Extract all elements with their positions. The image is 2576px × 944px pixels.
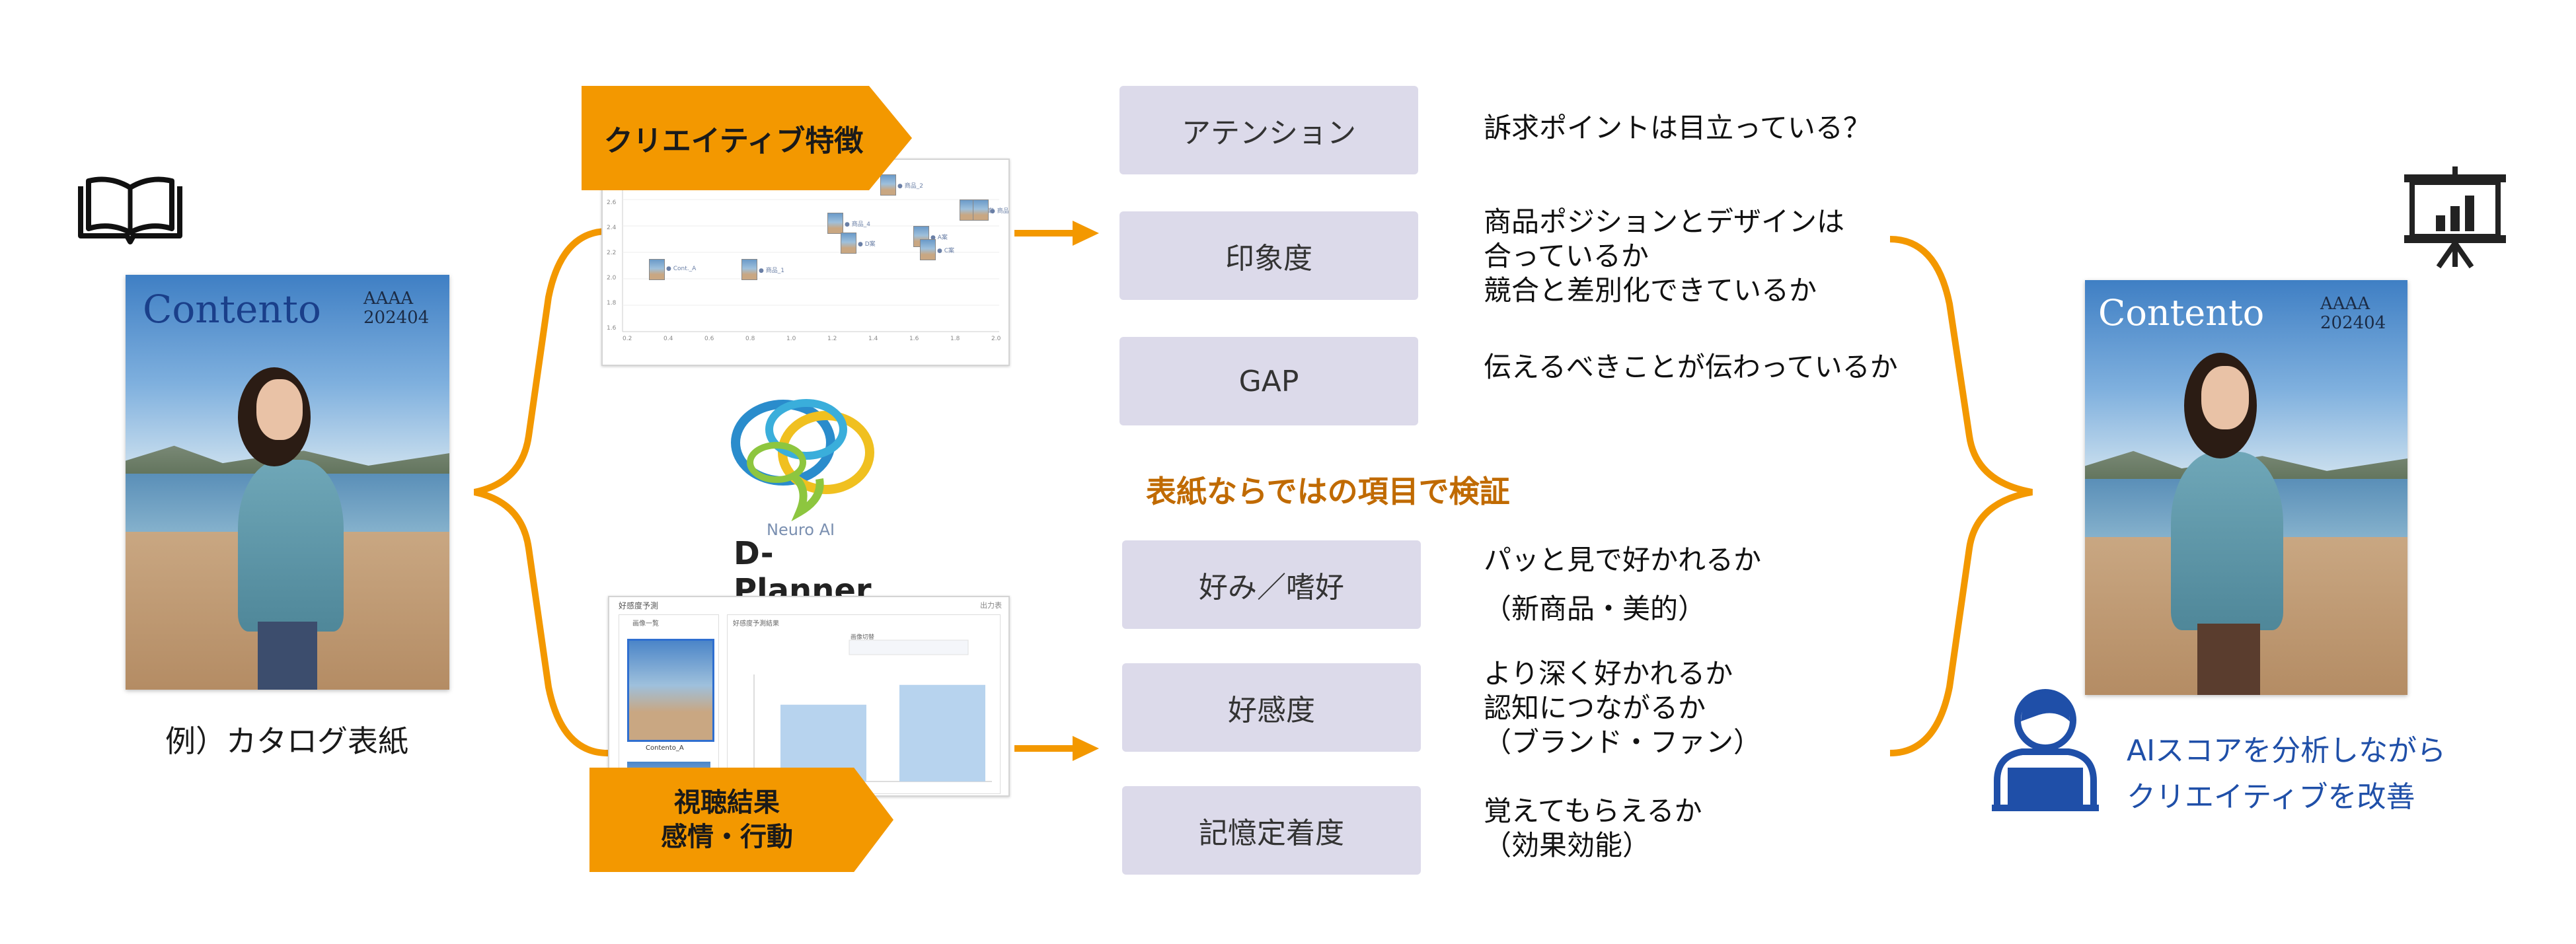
y-tick-label: 2.2 <box>607 250 617 256</box>
left-brace <box>473 228 609 756</box>
scatter-label: ● 商品_3 <box>990 208 1009 215</box>
scatter-thumb <box>827 213 843 234</box>
x-tick-label: 0.8 <box>745 336 755 342</box>
y-tick-label: 1.8 <box>607 300 617 307</box>
chart-pane: 好感度予測結果 画像切替 <box>727 614 1001 794</box>
results-tag: 視聴結果 感情・行動 <box>589 768 893 872</box>
metric-memory-desc: 覚えてもらえるか （効果効能） <box>1484 795 1702 861</box>
metric-preference-desc: パッと見で好かれるか （新商品・美的） <box>1484 544 1762 625</box>
x-tick-label: 0.6 <box>704 336 714 342</box>
metric-favorability: 好感度 <box>1122 663 1421 752</box>
cover-date-right: 202404 <box>2320 312 2386 333</box>
panel-title: 好感度予測 <box>619 601 659 610</box>
metric-memory: 記憶定着度 <box>1122 786 1421 875</box>
brain-logo-icon <box>731 399 874 522</box>
right-brace <box>1889 236 2033 756</box>
panel-corner: 出力表 <box>980 601 1002 610</box>
list-pane: 画像一覧 Contento_A <box>619 614 719 795</box>
results-panel: 好感度予測 出力表 画像一覧 Contento_A 好感度予測結果 画像切替 <box>608 596 1010 797</box>
open-book-icon <box>78 176 182 244</box>
x-tick-label: 1.6 <box>909 336 919 342</box>
presentation-chart-icon <box>2404 166 2506 269</box>
feature-scatter-chart: ● 商品_2 ● Cont._A ● 商品_1 ● 商品_4 ● D案 ● A案 ● C案 ●… <box>601 159 1010 366</box>
scatter-label: ● A案 <box>930 235 948 241</box>
x-tick-label: 0.4 <box>663 336 673 342</box>
cover-code-right: AAAA <box>2320 294 2370 314</box>
scatter-thumb <box>841 233 856 254</box>
scatter-thumb <box>741 259 757 280</box>
x-tick-label: 1.0 <box>786 336 796 342</box>
scatter-label: ● 商品_2 <box>897 183 923 190</box>
catalog-cover-left: Contento AAAA 202404 <box>126 275 449 690</box>
x-tick-label: 0.2 <box>623 336 632 342</box>
cover-heading: 表紙ならではの項目で検証 <box>1146 474 1510 509</box>
arrow-to-metrics-bottom <box>1014 736 1099 761</box>
user-laptop-icon <box>1992 689 2099 811</box>
scatter-label: ● C案 <box>937 248 954 254</box>
feature-tag: クリエイティブ特徴 <box>582 86 912 190</box>
metric-impression: 印象度 <box>1119 211 1418 300</box>
x-tick-label: 1.2 <box>827 336 837 342</box>
metric-attention: アテンション <box>1119 86 1418 174</box>
improve-message: AIスコアを分析しながら クリエイティブを改善 <box>2127 734 2446 814</box>
neuro-ai-logo: Neuro AI D-Planner <box>714 390 892 609</box>
scatter-thumb <box>880 174 896 196</box>
metric-attention-desc: 訴求ポイントは目立っている？ <box>1484 112 1871 144</box>
legend-box <box>849 639 969 655</box>
y-tick-label: 1.6 <box>607 325 617 332</box>
scatter-thumb <box>973 200 989 221</box>
x-tick-label: 1.8 <box>950 336 960 342</box>
scatter-thumb <box>649 259 665 280</box>
metric-favorability-desc: より深く好かれるか 認知につながるか （ブランド・ファン） <box>1484 657 1762 758</box>
y-tick-label: 2.0 <box>607 275 617 281</box>
x-tick-label: 2.0 <box>991 336 1001 342</box>
cover-code: AAAA <box>363 289 414 309</box>
scatter-thumb <box>920 239 936 260</box>
metric-gap: GAP <box>1119 337 1418 425</box>
y-tick-label: 2.4 <box>607 225 617 231</box>
list-thumb-selected[interactable] <box>627 639 714 742</box>
catalog-cover-right: Contento AAAA 202404 <box>2085 280 2407 695</box>
scatter-label: ● Cont._A <box>666 266 697 272</box>
x-tick-label: 1.4 <box>868 336 878 342</box>
y-tick-label: 2.6 <box>607 200 617 206</box>
arrow-to-metrics-top <box>1014 221 1099 246</box>
metric-gap-desc: 伝えるべきことが伝わっているか <box>1484 351 1898 383</box>
cover-title: Contento <box>143 287 321 332</box>
logo-line1: Neuro AI <box>767 521 835 539</box>
result-bar <box>899 684 985 781</box>
cover-date: 202404 <box>363 307 430 328</box>
metric-impression-desc: 商品ポジションとデザインは 合っているか 競合と差別化できているか <box>1484 205 1845 307</box>
cover-caption: 例）カタログ表紙 <box>165 723 408 759</box>
scatter-label: ● 商品_1 <box>759 268 784 274</box>
metric-preference: 好み／嗜好 <box>1122 540 1421 629</box>
cover-title-right: Contento <box>2098 292 2265 334</box>
scatter-label: ● D案 <box>858 241 876 248</box>
scatter-label: ● 商品_4 <box>845 221 870 228</box>
